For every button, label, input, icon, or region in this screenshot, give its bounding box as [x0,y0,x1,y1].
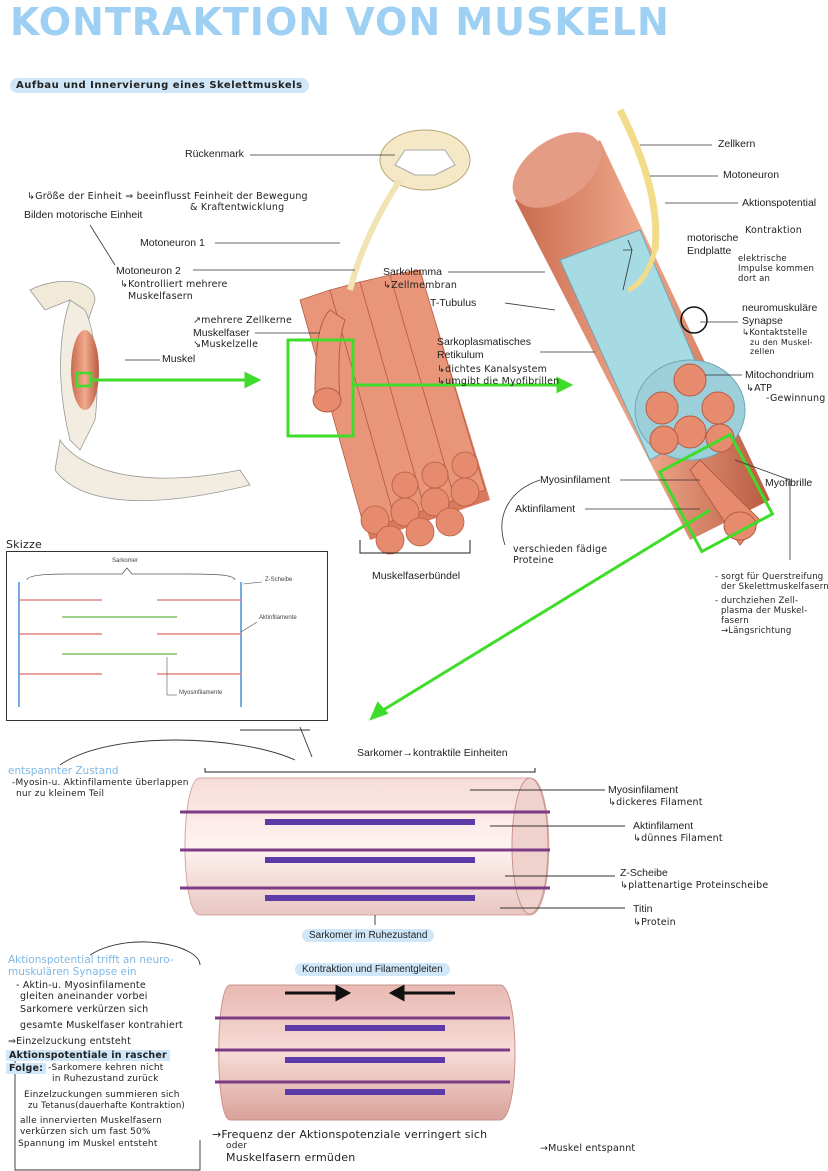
label-motorische: motorische [687,232,739,244]
note-kehren-2: in Ruhezustand zurück [52,1074,159,1084]
label-muskelfaser: Muskelfaser [193,327,250,339]
note-plattenartige: ↳plattenartige Proteinscheibe [620,880,769,891]
note-umgibt: ↳umgibt die Myofibrillen [437,376,560,387]
note-kontrolliert: ↳Kontrolliert mehrere [120,279,228,290]
label-titin: Titin [633,903,653,915]
note-muskelzelle: ↘Muskelzelle [193,339,259,350]
note-oder: oder [226,1141,248,1151]
muscle-fiber-bundle-illustration [286,269,490,555]
note-mehrere-zellkerne: ↗mehrere Zellkerne [193,315,293,326]
label-motoneuron1: Motoneuron 1 [140,237,205,249]
note-kontaktstelle-2: zu den Muskel- [750,338,813,347]
label-motoneuron2: Motoneuron 2 [116,265,181,277]
note-kehren-1: -Sarkomere kehren nicht [48,1063,164,1073]
note-atp: ↳ATP [746,383,773,394]
note-duennes: ↳dünnes Filament [633,833,723,844]
section-heading: Aufbau und Innervierung eines Skelettmus… [10,78,309,93]
sketch-drawing [18,567,263,707]
label-motoneuron: Motoneuron [723,169,780,181]
label-muskelfaserbuendel: Muskelfaserbündel [372,570,461,582]
label-zellkern: Zellkern [718,138,756,150]
contraction-illustration [215,984,516,1121]
note-kanalsystem: ↳dichtes Kanalsystem [437,364,548,375]
sketch-label-sarkomer: Sarkomer [112,558,139,564]
note-sorgt-2: der Skelettmuskelfasern [721,582,828,592]
label-myofibrille: Myofibrille [765,477,813,489]
note-kraft: & Kraftentwicklung [190,202,285,213]
myofibril-cylinder-illustration [512,108,775,554]
note-alle-1: alle innervierten Muskelfasern [20,1116,162,1126]
note-gewinnung: -Gewinnung [766,393,826,404]
arm-illustration [29,280,251,501]
note-groesse: ↳Größe der Einheit ⇒ beeinflusst Feinhei… [27,191,308,202]
note-einzel: ⇒Einzelzuckung entsteht [8,1036,132,1047]
note-entspannt: →Muskel entspannt [540,1143,636,1154]
note-ap-2: muskulären Synapse ein [8,966,137,978]
label-sarkomer-einheiten: Sarkomer→kontraktile Einheiten [357,747,508,759]
label-myosinfilament: Myosinfilament [608,784,679,796]
note-ap-1: Aktionspotential trifft an neuro- [8,954,174,966]
note-protein: ↳Protein [633,917,676,928]
note-muskelfasern: Muskelfasern [128,291,193,302]
label-muskel: Muskel [162,353,196,365]
note-elektrische-1: elektrische [738,254,787,264]
note-kontraktion: Kontraktion [745,225,802,236]
note-entspannter: entspannter Zustand [8,765,119,777]
sketch-label-zscheibe: Z-Scheibe [265,577,293,583]
note-myosin-aktin-2: nur zu kleinem Teil [16,789,105,799]
connection-arrows [91,371,711,721]
note-summ-2: zu Tetanus(dauerhafte Kontraktion) [28,1101,185,1111]
label-neuromuskulaere: neuromuskuläre [742,302,818,314]
label-aktionspotential: Aktionspotential [742,197,817,209]
note-verschieden-1: verschieden fädige [513,544,608,555]
label-zscheibe: Z-Scheibe [620,867,668,879]
note-kontaktstelle-1: ↳Kontaktstelle [742,328,808,338]
label-retikulum: Retikulum [437,349,484,361]
sketch-label-myosin: Myosinfilamente [179,690,223,696]
label-t-tubulus: T-Tubulus [430,297,477,309]
sketch-box: Sarkomer Z-Scheibe Aktinfilamente Myosin… [6,551,328,721]
note-sorgt-1: - sorgt für Querstreifung [715,572,824,582]
sketch-heading: Skizze [6,538,42,551]
note-verschieden-2: Proteine [513,555,554,566]
note-laengs: →Längsrichtung [721,626,792,636]
label-sarkolemma: Sarkolemma [383,266,442,278]
note-elektrische-2: Impulse kommen [738,264,815,274]
note-dickeres: ↳dickeres Filament [608,797,703,808]
spinal-cord-illustration [347,129,471,291]
note-aktin-1: - Aktin-u. Myosinfilamente [16,980,146,991]
label-sarkoplasmatisches: Sarkoplasmatisches [437,336,531,348]
note-ermueden: Muskelfasern ermüden [226,1151,356,1164]
note-bilden: Bilden motorische Einheit [24,209,143,221]
label-endplatte: Endplatte [687,245,732,257]
note-myosin-aktin-1: -Myosin-u. Aktinfilamente überlappen [12,778,189,788]
note-aktin-2: gleiten aneinander vorbei [20,991,148,1002]
caption-kontraktion: Kontraktion und Filamentgleiten [295,963,450,976]
label-aktinfilament-top: Aktinfilament [515,503,576,515]
label-mitochondrium: Mitochondrium [745,369,814,381]
note-durchziehen-1: - durchziehen Zell- [715,596,799,606]
note-zellmembran: ↳Zellmembran [383,280,458,291]
note-sarkomere: Sarkomere verkürzen sich [20,1004,149,1015]
page-title: Kontraktion von Muskeln [10,0,670,44]
note-durchziehen-2: plasma der Muskel- [721,606,808,616]
note-spannung: Spannung im Muskel entsteht [18,1139,158,1149]
label-aktinfilament: Aktinfilament [633,820,694,832]
note-gesamte: gesamte Muskelfaser kontrahiert [20,1020,183,1031]
note-durchziehen-3: fasern [721,616,749,626]
label-myosinfilament-top: Myosinfilament [540,474,611,486]
relaxed-sarcomere-illustration [180,768,550,916]
label-synapse: Synapse [742,315,783,327]
note-elektrische-3: dort an [738,274,771,284]
note-rasch-2: Folge: [6,1063,47,1074]
note-frequenz: →Frequenz der Aktionspotenziale verringe… [212,1128,488,1141]
note-kontaktstelle-3: zellen [750,347,775,356]
caption-ruhezustand: Sarkomer im Ruhezustand [302,929,435,942]
sketch-label-aktin: Aktinfilamente [259,615,297,621]
note-rasch-1: Aktionspotentiale in rascher [6,1050,170,1061]
label-rueckenmark: Rückenmark [185,148,244,160]
note-alle-2: verkürzen sich um fast 50% [20,1127,151,1137]
note-summ-1: Einzelzuckungen summieren sich [24,1090,180,1100]
